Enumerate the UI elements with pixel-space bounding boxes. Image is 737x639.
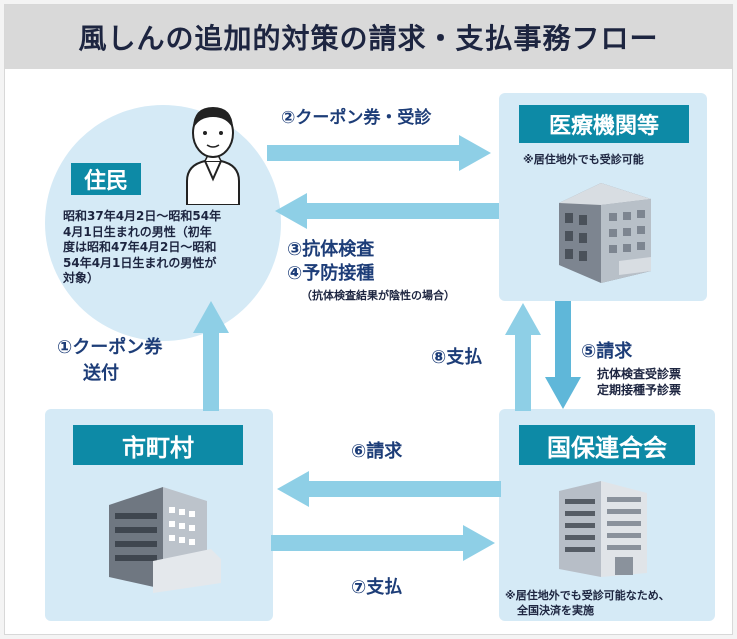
federation-note-line: ※居住地外でも受診可能なため、 (505, 589, 670, 602)
resident-desc-line: 度は昭和47年4月2日〜昭和 (63, 240, 217, 254)
federation-label: 国保連合会 (519, 425, 695, 465)
flow-label-step5: ⑤請求 (581, 341, 633, 362)
arrow-step8-up (505, 303, 541, 411)
flow-label-step3: ③抗体検査 (287, 239, 375, 260)
resident-desc-line: 4月1日生まれの男性（初年 (63, 224, 212, 239)
federation-note-line: 全国決済を実施 (517, 604, 594, 617)
resident-circle (45, 105, 281, 341)
arrow-step7-right (271, 525, 495, 561)
flow-note-step34: （抗体検査結果が陰性の場合） (301, 289, 455, 302)
flow-label-step6: ⑥請求 (351, 441, 403, 462)
resident-desc-line: 昭和37年4月2日〜昭和54年 (63, 209, 222, 223)
federation-building-icon (559, 481, 647, 577)
medical-note: ※居住地外でも受診可能 (523, 153, 644, 166)
arrow-step34-left (275, 193, 499, 229)
diagram-frame: 風しんの追加的対策の請求・支払事務フロー 住民 昭和37年4月2日〜昭和54年 … (4, 4, 733, 635)
resident-description: 昭和37年4月2日〜昭和54年 4月1日生まれの男性（初年 度は昭和47年4月2… (63, 209, 221, 287)
flow-label-step2: ②クーポン券・受診 (281, 108, 432, 128)
arrow-step2-right (267, 135, 491, 171)
hospital-building-icon (559, 183, 651, 283)
flow-label-step1-line2: 送付 (83, 363, 119, 384)
resident-label: 住民 (71, 163, 141, 195)
flow-note-step5-line1: 抗体検査受診票 (597, 367, 682, 381)
municipality-label: 市町村 (73, 425, 243, 465)
flow-label-step8: ⑧支払 (431, 347, 483, 368)
flow-label-step4: ④予防接種 (287, 263, 375, 284)
arrow-step1-up (193, 301, 229, 411)
arrow-step6-left (277, 471, 501, 507)
city-hall-building-icon (109, 487, 221, 593)
arrow-step5-down (545, 301, 581, 409)
resident-desc-line: 54年4月1日生まれの男性が (63, 255, 217, 270)
flow-label-step1-line1: ①クーポン券 (57, 337, 163, 358)
page-title: 風しんの追加的対策の請求・支払事務フロー (5, 5, 732, 69)
medical-label: 医療機関等 (519, 105, 689, 143)
person-icon (186, 107, 240, 205)
flow-note-step5-line2: 定期接種予診票 (597, 383, 682, 397)
resident-desc-line: 対象） (63, 271, 100, 285)
flow-label-step7: ⑦支払 (351, 577, 403, 598)
